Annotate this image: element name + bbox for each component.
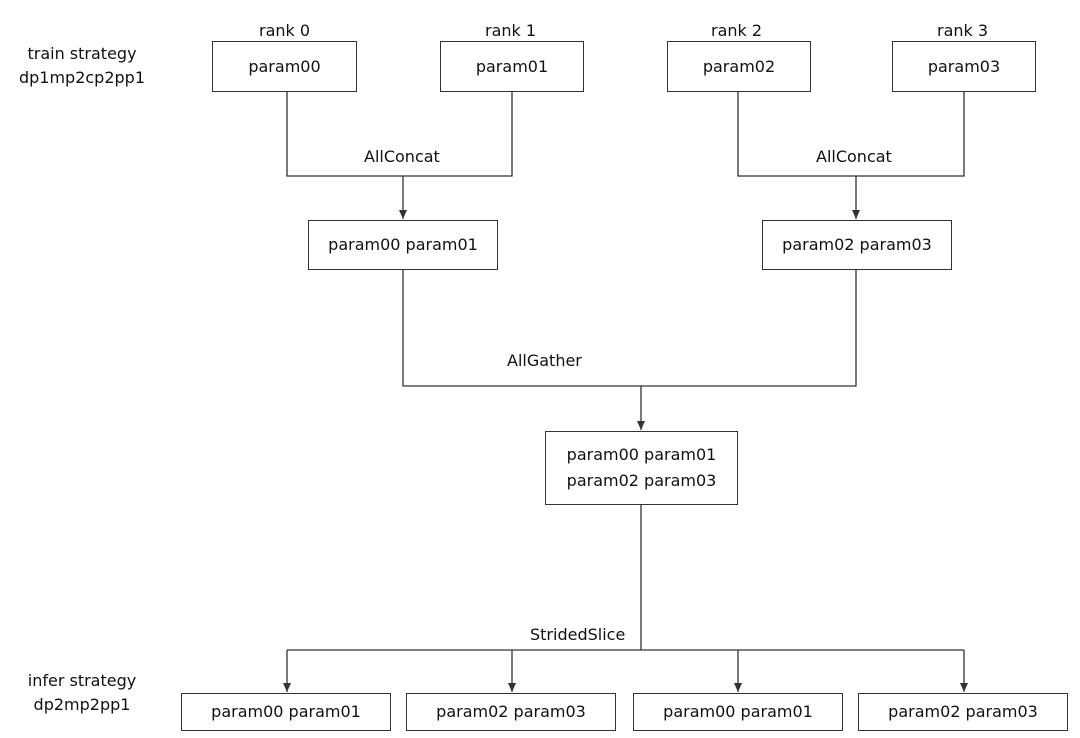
gather-box: param00 param01 param02 param03 [545,431,738,505]
rank-label-1: rank 1 [485,21,537,40]
allconcat-left-label: AllConcat [364,147,440,166]
rank-label-2: rank 2 [711,21,763,40]
infer-box-3: param00 param01 [633,693,843,731]
allconcat-left-bracket [286,92,513,177]
infer-box-3-text: param00 param01 [663,702,813,721]
train-strategy-label: train strategy dp1mp2cp2pp1 [12,42,152,90]
rank-0-param-box: param00 [212,41,357,92]
infer-strategy-line2: dp2mp2pp1 [33,695,131,714]
infer-box-2-text: param02 param03 [436,702,586,721]
allgather-bracket [402,270,857,387]
concat-right-text: param02 param03 [782,235,932,254]
infer-box-2: param02 param03 [406,693,616,731]
infer-box-1: param00 param01 [181,693,391,731]
concat-right-box: param02 param03 [762,220,952,270]
allconcat-right-bracket [737,92,965,177]
infer-strategy-label: infer strategy dp2mp2pp1 [12,669,152,717]
rank-1-param: param01 [475,56,549,76]
infer-box-4: param02 param03 [858,693,1068,731]
rank-1-param-box: param01 [440,41,584,92]
allgather-label: AllGather [507,351,582,370]
infer-box-1-text: param00 param01 [211,702,361,721]
infer-box-4-text: param02 param03 [888,702,1038,721]
allconcat-right-label: AllConcat [816,147,892,166]
infer-strategy-line1: infer strategy [27,671,137,690]
rank-3-param: param03 [927,56,1001,76]
concat-left-box: param00 param01 [308,220,498,270]
rank-2-param-box: param02 [667,41,811,92]
concat-left-text: param00 param01 [328,235,478,254]
rank-3-param-box: param03 [892,41,1036,92]
rank-2-param: param02 [702,56,776,76]
train-strategy-line2: dp1mp2cp2pp1 [18,68,146,87]
rank-label-0: rank 0 [259,21,311,40]
rank-label-3: rank 3 [937,21,989,40]
rank-0-param: param00 [248,56,321,76]
gather-line-2: param02 param03 [566,471,717,490]
train-strategy-line1: train strategy [27,44,137,63]
stridedslice-label: StridedSlice [530,625,626,644]
gather-line-1: param00 param01 [566,445,717,464]
